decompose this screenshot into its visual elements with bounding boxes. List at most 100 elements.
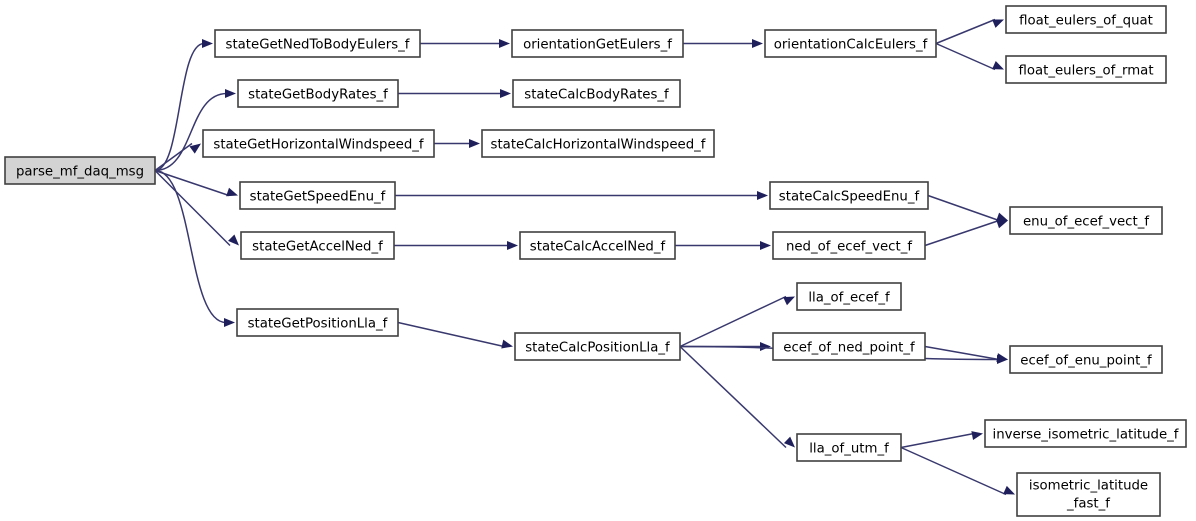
graph-node-ecef_of_enu_point_f[interactable]: ecef_of_enu_point_f xyxy=(1009,345,1163,374)
graph-node-stateCalcSpeedEnu_f[interactable]: stateCalcSpeedEnu_f xyxy=(769,181,929,210)
node-layer: parse_mf_daq_msg stateGetNedToBodyEulers_… xyxy=(4,5,1187,517)
node-box-stateGetNedToBodyEulers_f xyxy=(214,29,421,58)
graph-edge-stateGetBodyRates_f--to--stateCalcBodyRates_f xyxy=(398,89,511,98)
graph-edge-orientationCalcEulers_f--to--float_eulers_of_quat xyxy=(935,18,1004,45)
node-box-lla_of_utm_f xyxy=(796,433,902,462)
node-box-stateGetAccelNed_f xyxy=(240,231,395,260)
graph-node-stateCalcAccelNed_f[interactable]: stateCalcAccelNed_f xyxy=(519,231,676,260)
arrowhead-icon xyxy=(760,342,771,351)
node-box-isometric_latitude_fast_f xyxy=(1016,472,1161,517)
arrowhead-icon xyxy=(507,241,518,250)
arrowhead-icon xyxy=(971,431,983,440)
node-label-ecef_of_enu_point_f: ecef_of_enu_point_f xyxy=(1020,354,1152,369)
edge-path xyxy=(154,92,228,172)
graph-node-inverse_isometric_latitude_f[interactable]: inverse_isometric_latitude_f xyxy=(984,419,1187,448)
node-label-stateGetSpeedEnu_f: stateGetSpeedEnu_f xyxy=(250,190,386,205)
graph-edge-stateCalcPositionLla_f--to--lla_of_ecef_f xyxy=(679,295,795,348)
arrowhead-icon xyxy=(992,60,1004,70)
graph-node-stateGetAccelNed_f[interactable]: stateGetAccelNed_f xyxy=(240,231,395,260)
graph-node-stateGetPositionLla_f[interactable]: stateGetPositionLla_f xyxy=(236,308,399,337)
edge-path xyxy=(679,345,787,449)
arrowhead-icon xyxy=(783,436,795,448)
graph-node-ned_of_ecef_vect_f[interactable]: ned_of_ecef_vect_f xyxy=(772,231,926,260)
graph-node-stateCalcPositionLla_f[interactable]: stateCalcPositionLla_f xyxy=(514,332,681,361)
arrowhead-icon xyxy=(228,234,239,246)
node-box-orientationCalcEulers_f xyxy=(764,29,937,58)
graph-node-parse_mf_daq_msg[interactable]: parse_mf_daq_msg xyxy=(4,156,156,185)
node-box-stateGetBodyRates_f xyxy=(237,79,399,108)
edge-path xyxy=(154,169,231,247)
graph-edge-stateGetNedToBodyEulers_f--to--orientationGetEulers_f xyxy=(420,39,510,48)
node-label-isometric_latitude_fast_f-line1: isometric_latitude xyxy=(1029,479,1148,494)
edge-path xyxy=(679,295,787,348)
node-box-stateCalcHorizontalWindspeed_f xyxy=(481,129,715,158)
node-label-stateCalcAccelNed_f: stateCalcAccelNed_f xyxy=(530,240,666,255)
arrowhead-icon xyxy=(501,339,513,349)
arrowhead-icon xyxy=(996,219,1008,229)
arrowhead-icon xyxy=(224,318,235,327)
arrowhead-icon xyxy=(1003,485,1015,495)
graph-node-stateCalcHorizontalWindspeed_f[interactable]: stateCalcHorizontalWindspeed_f xyxy=(481,129,715,158)
node-label-float_eulers_of_quat: float_eulers_of_quat xyxy=(1019,14,1153,29)
graph-node-stateCalcBodyRates_f[interactable]: stateCalcBodyRates_f xyxy=(512,79,681,108)
node-label-inverse_isometric_latitude_f: inverse_isometric_latitude_f xyxy=(993,428,1179,443)
graph-node-float_eulers_of_rmat[interactable]: float_eulers_of_rmat xyxy=(1005,55,1167,84)
arrowhead-icon xyxy=(225,89,236,98)
graph-edge-stateCalcSpeedEnu_f--to--enu_of_ecef_vect_f xyxy=(927,194,1008,222)
graph-edge-parse_mf_daq_msg--to--stateGetSpeedEnu_f xyxy=(154,169,238,197)
edge-path xyxy=(900,432,975,449)
arrowhead-icon xyxy=(752,39,763,48)
graph-edge-lla_of_utm_f--to--isometric_latitude_fast_f xyxy=(900,446,1015,496)
edge-path xyxy=(924,345,1000,361)
arrowhead-icon xyxy=(226,187,238,197)
graph-node-stateGetHorizontalWindspeed_f[interactable]: stateGetHorizontalWindspeed_f xyxy=(202,129,435,158)
edge-path xyxy=(154,142,193,172)
edge-path xyxy=(924,219,1000,247)
node-box-stateGetHorizontalWindspeed_f xyxy=(202,129,435,158)
graph-node-orientationCalcEulers_f[interactable]: orientationCalcEulers_f xyxy=(764,29,937,58)
node-box-float_eulers_of_rmat xyxy=(1005,55,1167,84)
graph-node-float_eulers_of_quat[interactable]: float_eulers_of_quat xyxy=(1005,5,1167,34)
graph-node-enu_of_ecef_vect_f[interactable]: enu_of_ecef_vect_f xyxy=(1009,206,1163,235)
node-box-stateGetSpeedEnu_f xyxy=(239,181,396,210)
node-box-stateGetPositionLla_f xyxy=(236,308,399,337)
graph-node-orientationGetEulers_f[interactable]: orientationGetEulers_f xyxy=(511,29,684,58)
node-label-stateCalcHorizontalWindspeed_f: stateCalcHorizontalWindspeed_f xyxy=(491,138,706,153)
graph-node-stateGetNedToBodyEulers_f[interactable]: stateGetNedToBodyEulers_f xyxy=(214,29,421,58)
edge-path xyxy=(900,446,1007,496)
graph-edge-parse_mf_daq_msg--to--stateGetBodyRates_f xyxy=(154,89,236,172)
graph-node-lla_of_ecef_f[interactable]: lla_of_ecef_f xyxy=(796,282,902,311)
graph-node-ecef_of_ned_point_f[interactable]: ecef_of_ned_point_f xyxy=(772,332,926,361)
graph-node-stateGetSpeedEnu_f[interactable]: stateGetSpeedEnu_f xyxy=(239,181,396,210)
node-label-float_eulers_of_rmat: float_eulers_of_rmat xyxy=(1018,64,1153,79)
graph-edge-ned_of_ecef_vect_f--to--enu_of_ecef_vect_f xyxy=(924,219,1008,247)
node-label-stateGetNedToBodyEulers_f: stateGetNedToBodyEulers_f xyxy=(226,38,410,53)
node-label-stateGetPositionLla_f: stateGetPositionLla_f xyxy=(248,317,388,332)
node-label-ecef_of_ned_point_f: ecef_of_ned_point_f xyxy=(783,341,915,356)
graph-node-isometric_latitude_fast_f[interactable]: isometric_latitude_fast_f xyxy=(1016,472,1161,517)
node-label-stateGetAccelNed_f: stateGetAccelNed_f xyxy=(252,240,383,255)
edge-path xyxy=(927,194,1000,222)
node-box-ecef_of_enu_point_f xyxy=(1009,345,1163,374)
edge-path xyxy=(935,42,996,71)
graph-node-lla_of_utm_f[interactable]: lla_of_utm_f xyxy=(796,433,902,462)
node-label-enu_of_ecef_vect_f: enu_of_ecef_vect_f xyxy=(1023,215,1149,230)
edge-layer xyxy=(154,18,1015,496)
node-label-ned_of_ecef_vect_f: ned_of_ecef_vect_f xyxy=(786,240,912,255)
node-label-stateCalcBodyRates_f: stateCalcBodyRates_f xyxy=(524,88,669,103)
node-label-parse_mf_daq_msg: parse_mf_daq_msg xyxy=(16,165,144,180)
graph-edge-stateGetPositionLla_f--to--stateCalcPositionLla_f xyxy=(397,321,513,349)
arrowhead-icon xyxy=(499,39,510,48)
arrowhead-icon xyxy=(760,241,771,250)
graph-edge-stateGetSpeedEnu_f--to--stateCalcSpeedEnu_f xyxy=(395,191,768,200)
edge-path xyxy=(154,169,227,324)
node-box-float_eulers_of_quat xyxy=(1005,5,1167,34)
graph-node-stateGetBodyRates_f[interactable]: stateGetBodyRates_f xyxy=(237,79,399,108)
node-label-stateGetBodyRates_f: stateGetBodyRates_f xyxy=(248,88,388,103)
arrowhead-icon xyxy=(992,19,1004,28)
graph-edge-lla_of_utm_f--to--inverse_isometric_latitude_f xyxy=(900,431,983,449)
graph-edge-stateCalcAccelNed_f--to--ned_of_ecef_vect_f xyxy=(675,241,771,250)
graph-edge-orientationGetEulers_f--to--orientationCalcEulers_f xyxy=(683,39,763,48)
